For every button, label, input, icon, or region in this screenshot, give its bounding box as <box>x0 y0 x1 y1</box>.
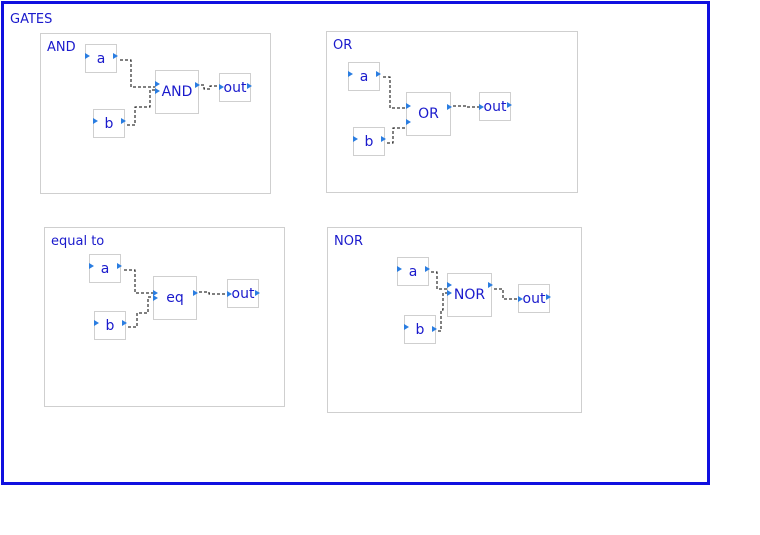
input-port-icon <box>227 291 232 297</box>
input-port-icon <box>94 320 99 326</box>
input-port-icon <box>404 324 409 330</box>
output-port-icon <box>195 82 200 88</box>
gates-frame: GATES <box>1 1 710 485</box>
input-port-icon <box>353 136 358 142</box>
input-port-icon <box>447 282 452 288</box>
input-port-icon <box>219 84 224 90</box>
output-port-icon <box>193 290 198 296</box>
node-label: OR <box>418 106 439 122</box>
output-port-icon <box>425 266 430 272</box>
group-title: AND <box>47 40 76 55</box>
output-port-icon <box>447 104 452 110</box>
input-port-icon <box>447 290 452 296</box>
node-label: b <box>415 321 425 338</box>
input-port-icon <box>155 88 160 94</box>
input-node-a[interactable]: a <box>85 44 118 73</box>
output-port-icon <box>488 282 493 288</box>
input-node-b[interactable]: b <box>93 109 126 138</box>
node-label: out <box>483 98 507 115</box>
output-port-icon <box>255 290 260 296</box>
output-port-icon <box>121 118 126 124</box>
node-label: out <box>231 285 255 302</box>
output-node[interactable]: out <box>219 73 252 102</box>
output-port-icon <box>247 83 252 89</box>
frame-title: GATES <box>10 12 53 27</box>
input-port-icon <box>89 263 94 269</box>
input-port-icon <box>153 295 158 301</box>
input-port-icon <box>93 118 98 124</box>
output-port-icon <box>117 263 122 269</box>
group-nor[interactable]: NOR <box>327 227 582 413</box>
input-node-b[interactable]: b <box>404 315 437 344</box>
input-port-icon <box>397 266 402 272</box>
output-port-icon <box>122 320 127 326</box>
input-node-a[interactable]: a <box>397 257 430 286</box>
input-port-icon <box>406 103 411 109</box>
node-label: a <box>100 260 110 277</box>
input-port-icon <box>153 290 158 296</box>
node-label: AND <box>161 84 193 100</box>
input-port-icon <box>85 53 90 59</box>
gate-node-eq[interactable]: eq <box>153 276 198 320</box>
input-node-b[interactable]: b <box>94 311 127 340</box>
output-port-icon <box>113 53 118 59</box>
node-label: a <box>408 263 418 280</box>
gate-node-nor[interactable]: NOR <box>447 273 493 317</box>
node-label: b <box>104 115 114 132</box>
output-node[interactable]: out <box>479 92 512 121</box>
group-title: equal to <box>51 234 105 249</box>
node-label: b <box>364 133 374 150</box>
node-label: out <box>522 290 546 307</box>
input-node-a[interactable]: a <box>89 254 122 283</box>
output-port-icon <box>381 136 386 142</box>
output-node[interactable]: out <box>518 284 551 313</box>
node-label: NOR <box>453 287 486 303</box>
input-node-b[interactable]: b <box>353 127 386 156</box>
node-label: eq <box>166 290 184 306</box>
gate-node-and[interactable]: AND <box>155 70 200 114</box>
node-label: out <box>223 79 247 96</box>
node-label: a <box>96 50 106 67</box>
input-port-icon <box>479 104 484 110</box>
output-port-icon <box>376 71 381 77</box>
group-or[interactable]: OR <box>326 31 578 193</box>
node-label: a <box>359 68 369 85</box>
input-port-icon <box>348 71 353 77</box>
input-port-icon <box>518 296 523 302</box>
input-port-icon <box>406 119 411 125</box>
output-port-icon <box>432 326 437 332</box>
node-label: b <box>105 317 115 334</box>
input-port-icon <box>155 81 160 87</box>
group-title: NOR <box>334 234 363 249</box>
gate-node-or[interactable]: OR <box>406 92 452 136</box>
output-port-icon <box>546 294 551 300</box>
input-node-a[interactable]: a <box>348 62 381 91</box>
group-equal-to[interactable]: equal to <box>44 227 285 407</box>
output-port-icon <box>507 102 512 108</box>
output-node[interactable]: out <box>227 279 260 308</box>
group-title: OR <box>333 38 353 53</box>
